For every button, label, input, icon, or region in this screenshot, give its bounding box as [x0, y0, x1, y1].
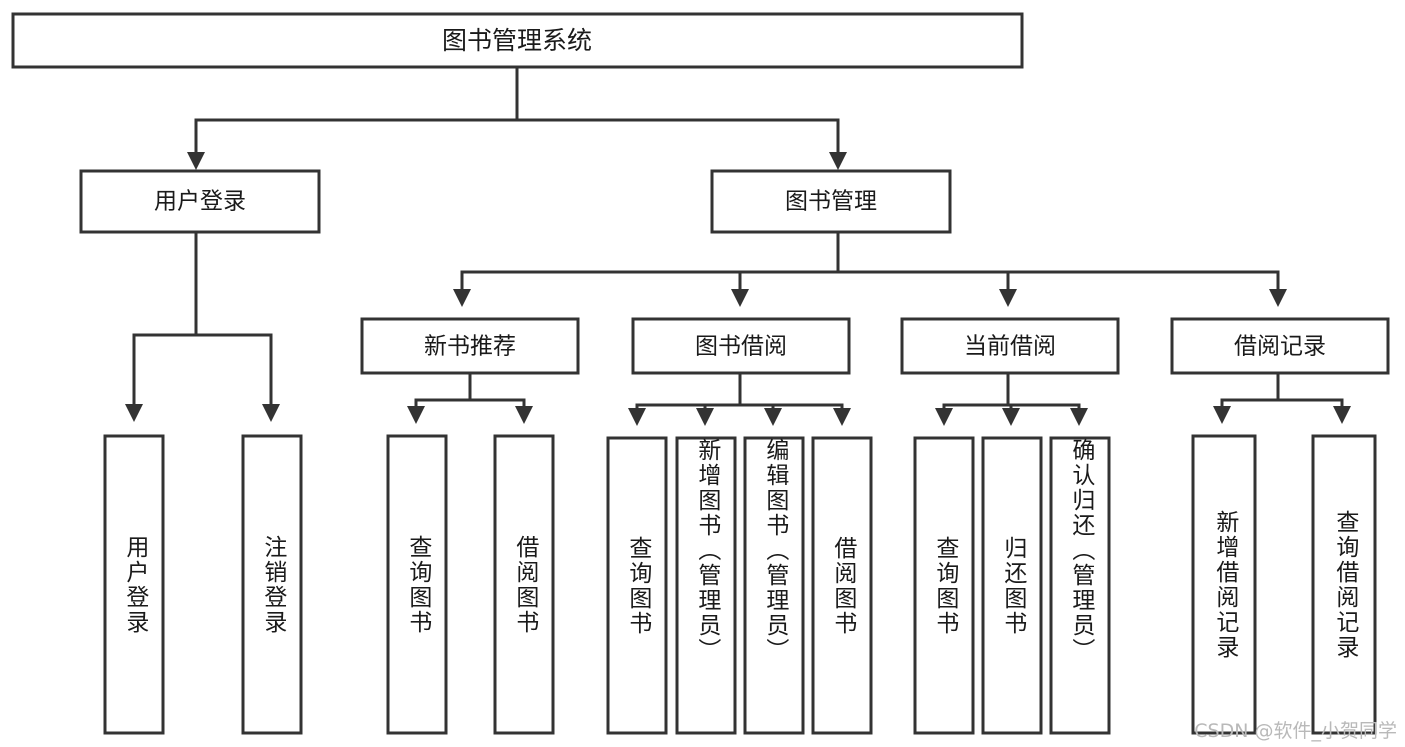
arrow-head-icon	[1269, 289, 1287, 307]
node-leaf-borrow-book-1-box[interactable]	[493, 434, 555, 735]
node-current-borrow-box	[900, 317, 1120, 375]
arrow-head-icon	[1070, 408, 1088, 426]
node-book-manage-label: 图书管理	[785, 189, 877, 215]
node-borrow-record-box	[1170, 317, 1390, 375]
node-borrow-record-label: 借阅记录	[1234, 334, 1326, 360]
watermark-text: CSDN @软件_小贺同学	[1194, 720, 1397, 742]
node-leaf-add-book-box[interactable]	[675, 436, 737, 735]
node-leaf-edit-book-box[interactable]	[743, 436, 805, 735]
connector-group-root	[187, 65, 847, 170]
node-user-login-label: 用户登录	[154, 189, 246, 215]
arrow-head-icon	[764, 408, 782, 426]
node-leaf-query-record-box[interactable]	[1311, 434, 1377, 735]
arrow-head-icon	[1333, 406, 1351, 424]
node-current-borrow[interactable]: 当前借阅	[900, 317, 1120, 375]
node-new-book-recommend-box	[360, 317, 580, 375]
node-root-label: 图书管理系统	[442, 26, 592, 55]
node-leaf-confirm-return-box[interactable]	[1049, 436, 1111, 735]
arrow-head-icon	[999, 289, 1017, 307]
node-leaf-query-book-3-box[interactable]	[913, 436, 975, 735]
arrow-head-icon	[1002, 408, 1020, 426]
arrow-head-icon	[407, 406, 425, 424]
connector-group-current-borrow	[935, 371, 1088, 426]
arrow-head-icon	[187, 152, 205, 170]
arrow-head-icon	[125, 404, 143, 422]
node-leaf-user-login-box[interactable]	[103, 434, 165, 735]
node-leaf-user-logout-box[interactable]	[241, 434, 303, 735]
node-new-book-recommend-label: 新书推荐	[424, 334, 516, 360]
node-book-borrow-label: 图书借阅	[695, 334, 787, 360]
arrow-head-icon	[515, 406, 533, 424]
arrow-head-icon	[829, 152, 847, 170]
node-leaf-query-book-2-box[interactable]	[606, 436, 668, 735]
node-root[interactable]: 图书管理系统	[11, 12, 1024, 69]
node-user-login[interactable]: 用户登录	[79, 169, 321, 234]
connector-group-new-book-recommend	[407, 371, 533, 424]
arrow-head-icon	[453, 289, 471, 307]
arrow-head-icon	[731, 289, 749, 307]
node-book-borrow[interactable]: 图书借阅	[631, 317, 851, 375]
connector-group-book-borrow	[628, 371, 851, 426]
node-leaf-query-book-1-box[interactable]	[386, 434, 448, 735]
arrow-head-icon	[628, 408, 646, 426]
connector-group-book-manage	[453, 230, 1287, 307]
connector-group-borrow-record	[1213, 371, 1351, 424]
node-user-login-box	[79, 169, 321, 234]
node-new-book-recommend[interactable]: 新书推荐	[360, 317, 580, 375]
arrow-head-icon	[833, 408, 851, 426]
node-leaf-return-book-box[interactable]	[981, 436, 1043, 735]
node-book-manage[interactable]: 图书管理	[710, 169, 952, 234]
node-leaf-borrow-book-2-box[interactable]	[811, 436, 873, 735]
arrow-head-icon	[696, 408, 714, 426]
node-root-box	[11, 12, 1024, 69]
node-current-borrow-label: 当前借阅	[964, 334, 1056, 360]
node-leaf-add-record-box[interactable]	[1191, 434, 1257, 735]
node-book-borrow-box	[631, 317, 851, 375]
node-borrow-record[interactable]: 借阅记录	[1170, 317, 1390, 375]
arrow-head-icon	[262, 404, 280, 422]
arrow-head-icon	[935, 408, 953, 426]
arrow-head-icon	[1213, 406, 1231, 424]
connector-group-user-login	[125, 230, 280, 422]
node-book-manage-box	[710, 169, 952, 234]
